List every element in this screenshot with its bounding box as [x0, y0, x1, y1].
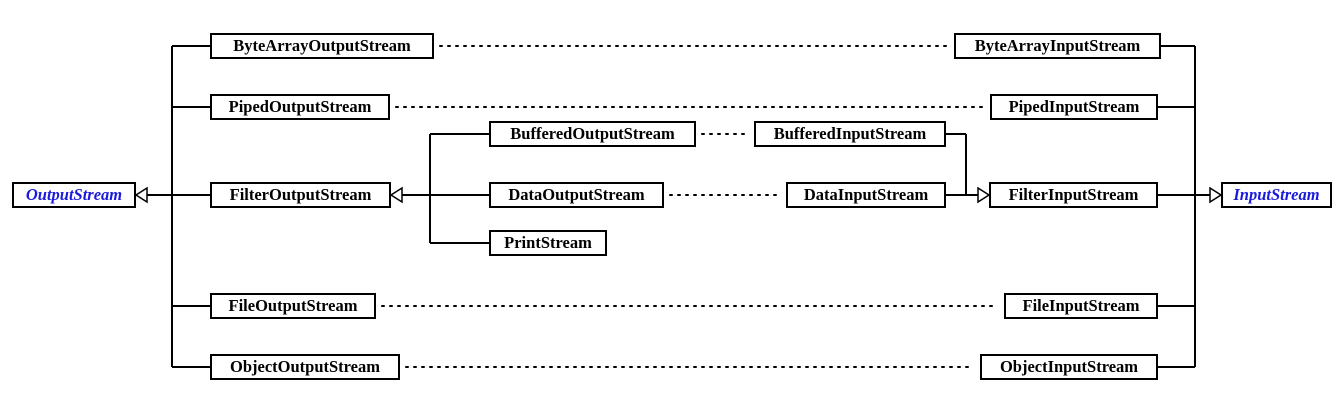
class-objectinputstream: ObjectInputStream: [980, 354, 1158, 380]
class-filteroutputstream: FilterOutputStream: [210, 182, 391, 208]
filter-input-inheritance-arrow: [977, 186, 991, 204]
class-printstream: PrintStream: [489, 230, 607, 256]
class-pipedinputstream: PipedInputStream: [990, 94, 1158, 120]
input-inheritance-arrow: [1209, 186, 1223, 204]
class-bufferedoutputstream: BufferedOutputStream: [489, 121, 696, 147]
class-dataoutputstream: DataOutputStream: [489, 182, 664, 208]
class-fileoutputstream: FileOutputStream: [210, 293, 376, 319]
class-bytearrayinputstream: ByteArrayInputStream: [954, 33, 1161, 59]
class-filterinputstream: FilterInputStream: [989, 182, 1158, 208]
class-pipedoutputstream: PipedOutputStream: [210, 94, 390, 120]
class-datainputstream: DataInputStream: [786, 182, 946, 208]
class-objectoutputstream: ObjectOutputStream: [210, 354, 400, 380]
output-inheritance-arrow: [134, 186, 148, 204]
class-outputstream: OutputStream: [12, 182, 136, 208]
class-fileinputstream: FileInputStream: [1004, 293, 1158, 319]
class-bufferedinputstream: BufferedInputStream: [754, 121, 946, 147]
class-bytearrayoutputstream: ByteArrayOutputStream: [210, 33, 434, 59]
filter-output-inheritance-arrow: [389, 186, 403, 204]
class-inputstream: InputStream: [1221, 182, 1332, 208]
